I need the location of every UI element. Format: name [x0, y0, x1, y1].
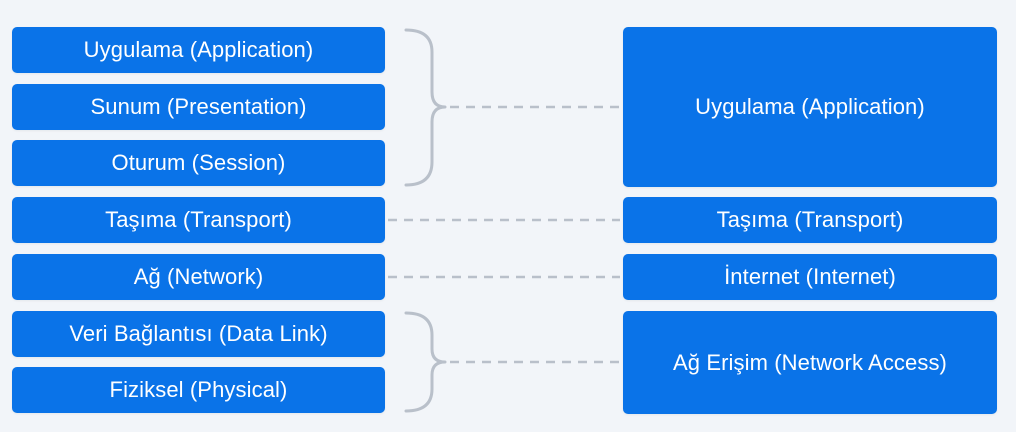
osi-application-label: Uygulama (Application) — [83, 37, 314, 62]
tcpip-internet-label: İnternet (Internet) — [724, 264, 896, 289]
tcpip-network-access-layer: Ağ Erişim (Network Access) — [623, 311, 997, 414]
osi-presentation-layer: Sunum (Presentation) — [12, 84, 385, 130]
tcpip-application-layer: Uygulama (Application) — [623, 27, 997, 187]
tcpip-transport-layer: Taşıma (Transport) — [623, 197, 997, 243]
tcpip-application-label: Uygulama (Application) — [695, 94, 925, 119]
osi-data-link-label: Veri Bağlantısı (Data Link) — [69, 321, 328, 346]
tcpip-network-access-label: Ağ Erişim (Network Access) — [673, 349, 947, 375]
application-group-brace — [404, 28, 447, 187]
osi-presentation-label: Sunum (Presentation) — [90, 94, 307, 119]
osi-network-layer: Ağ (Network) — [12, 254, 385, 300]
osi-physical-label: Fiziksel (Physical) — [109, 377, 288, 402]
osi-data-link-layer: Veri Bağlantısı (Data Link) — [12, 311, 385, 357]
tcpip-transport-label: Taşıma (Transport) — [716, 207, 904, 232]
osi-transport-layer: Taşıma (Transport) — [12, 197, 385, 243]
osi-transport-label: Taşıma (Transport) — [105, 207, 292, 232]
osi-physical-layer: Fiziksel (Physical) — [12, 367, 385, 413]
osi-application-layer: Uygulama (Application) — [12, 27, 385, 73]
network-access-group-brace — [404, 311, 447, 413]
osi-session-label: Oturum (Session) — [111, 150, 286, 175]
osi-network-label: Ağ (Network) — [133, 264, 264, 289]
osi-session-layer: Oturum (Session) — [12, 140, 385, 186]
tcpip-internet-layer: İnternet (Internet) — [623, 254, 997, 300]
